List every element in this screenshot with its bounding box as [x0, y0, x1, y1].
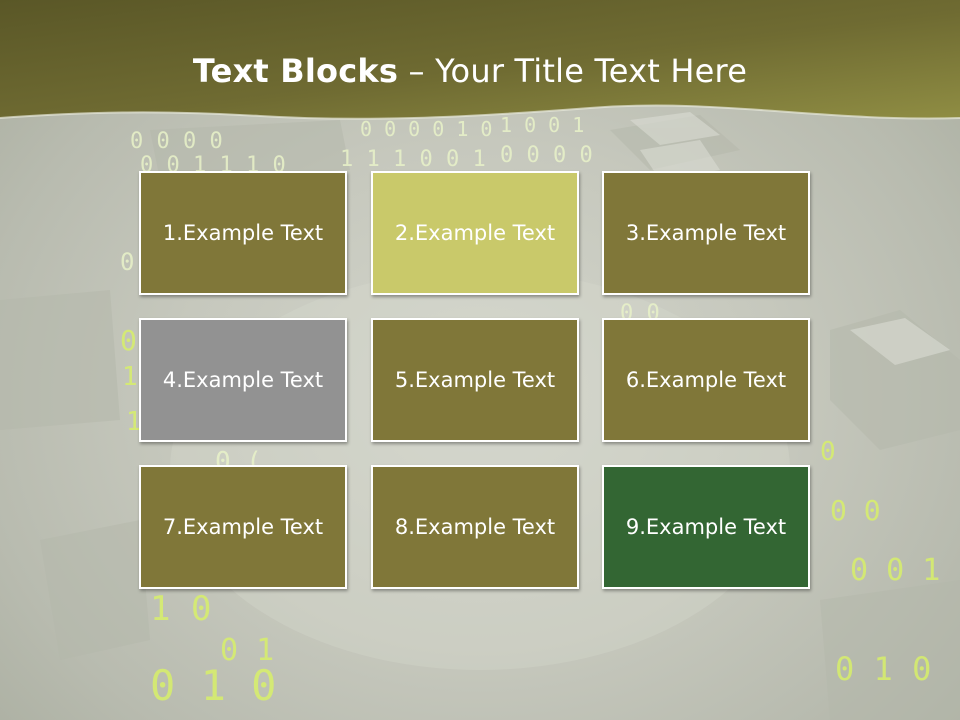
svg-text:0: 0: [120, 324, 137, 357]
text-block-label: 9.Example Text: [625, 515, 787, 539]
svg-text:0: 0: [820, 437, 836, 467]
svg-text:0 1 0: 0 1 0: [150, 661, 276, 710]
text-block-1[interactable]: 1.Example Text: [139, 171, 347, 295]
text-block-label: 5.Example Text: [394, 368, 556, 392]
svg-text:0 0 0 0: 0 0 0 0: [130, 129, 223, 154]
text-block-9[interactable]: 9.Example Text: [602, 465, 810, 589]
text-block-2[interactable]: 2.Example Text: [371, 171, 579, 295]
svg-text:1: 1: [122, 362, 138, 392]
text-block-3[interactable]: 3.Example Text: [602, 171, 810, 295]
text-block-label: 1.Example Text: [162, 221, 324, 245]
title-banner-shape: [0, 0, 960, 120]
svg-text:0 0 0 0: 0 0 0 0: [500, 143, 593, 168]
svg-text:0 0 0 0 1 0: 0 0 0 0 1 0: [360, 117, 492, 141]
title-dash: –: [398, 52, 436, 90]
title-rest: Your Title Text Here: [435, 52, 748, 90]
svg-text:0: 0: [120, 248, 134, 276]
svg-text:0 0: 0 0: [830, 494, 881, 527]
text-block-5[interactable]: 5.Example Text: [371, 318, 579, 442]
svg-text:1 1 1 0 0 1: 1 1 1 0 0 1: [340, 147, 486, 172]
title-bold: Text Blocks: [192, 52, 399, 90]
text-block-4[interactable]: 4.Example Text: [139, 318, 347, 442]
text-block-7[interactable]: 7.Example Text: [139, 465, 347, 589]
text-block-label: 6.Example Text: [625, 368, 787, 392]
svg-text:0 1: 0 1: [220, 633, 274, 668]
title-banner: [0, 0, 960, 140]
text-block-label: 3.Example Text: [625, 221, 787, 245]
page-title: Text Blocks – Your Title Text Here: [0, 52, 940, 90]
svg-text:0 1 0: 0 1 0: [835, 650, 931, 688]
text-block-label: 4.Example Text: [162, 368, 324, 392]
text-block-label: 7.Example Text: [162, 515, 324, 539]
svg-text:1 0: 1 0: [150, 589, 211, 629]
text-block-label: 8.Example Text: [394, 515, 556, 539]
svg-text:0 0 1: 0 0 1: [850, 553, 940, 588]
svg-text:1: 1: [126, 407, 142, 437]
text-block-8[interactable]: 8.Example Text: [371, 465, 579, 589]
svg-text:1 0 0 1: 1 0 0 1: [500, 113, 584, 137]
text-block-label: 2.Example Text: [394, 221, 556, 245]
text-block-6[interactable]: 6.Example Text: [602, 318, 810, 442]
